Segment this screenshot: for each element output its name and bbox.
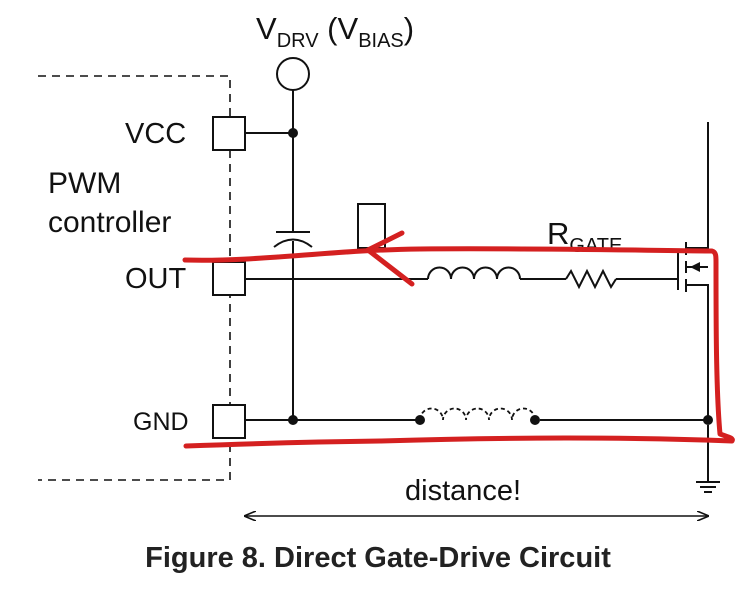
mosfet-symbol bbox=[677, 122, 709, 420]
source-junction-dot bbox=[703, 415, 713, 425]
inductance-node-right bbox=[530, 415, 540, 425]
controller-label-line1: PWM bbox=[48, 167, 121, 200]
current-loop-annotation bbox=[182, 246, 735, 449]
gnd-junction-dot-left bbox=[288, 415, 298, 425]
gate-trace-inductor bbox=[427, 266, 521, 280]
pin-vcc bbox=[212, 116, 246, 151]
supply-source-symbol bbox=[276, 57, 310, 91]
ground-icon bbox=[696, 425, 720, 493]
vcc-junction-dot bbox=[288, 128, 298, 138]
distance-label: distance! bbox=[405, 475, 521, 507]
inductance-node-left bbox=[415, 415, 425, 425]
gate-resistor bbox=[565, 268, 617, 290]
capacitor-bottom-plate bbox=[273, 238, 313, 248]
gate-lead bbox=[616, 250, 679, 280]
pin-label-gnd: GND bbox=[133, 408, 189, 436]
pin-gnd bbox=[212, 404, 246, 439]
current-direction-arrow bbox=[365, 230, 415, 287]
controller-label-line2: controller bbox=[48, 206, 171, 239]
pin-out bbox=[212, 261, 246, 296]
ground-parasitic-inductance bbox=[419, 407, 536, 421]
supply-label: VDRV (VBIAS) bbox=[256, 11, 414, 52]
pin-label-out: OUT bbox=[125, 263, 187, 295]
figure-caption: Figure 8. Direct Gate-Drive Circuit bbox=[145, 542, 611, 574]
pin-label-vcc: VCC bbox=[125, 118, 186, 150]
